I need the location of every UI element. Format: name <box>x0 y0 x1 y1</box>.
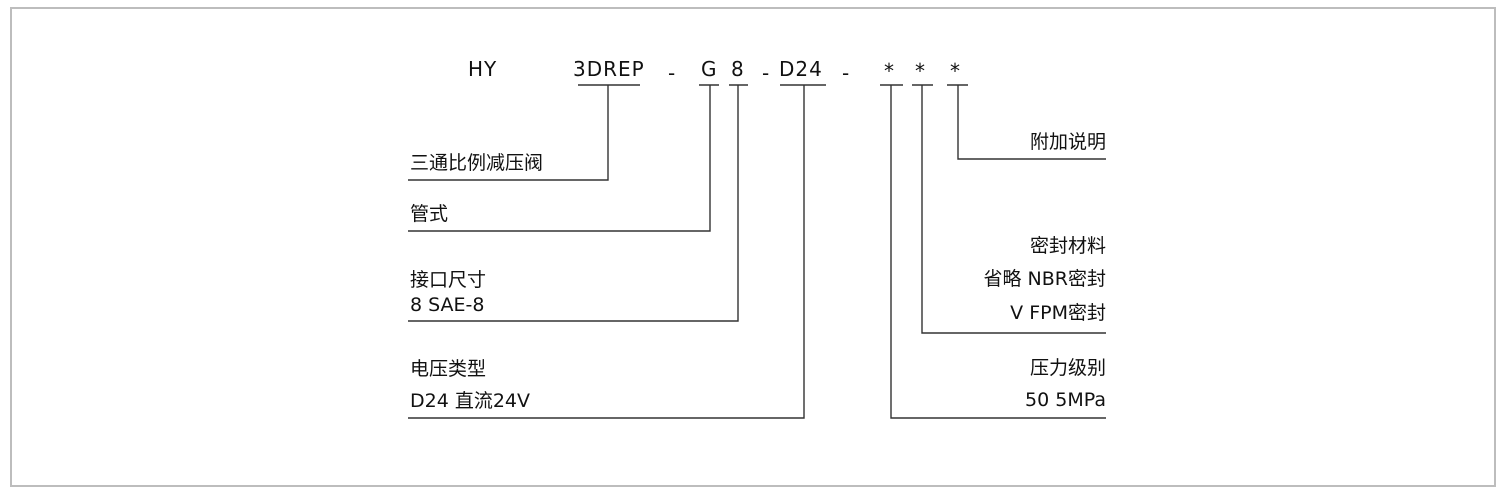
code-star-3: * <box>950 59 961 83</box>
label-voltage-value: D24 直流24V <box>410 390 531 412</box>
seal-connector <box>921 85 1106 334</box>
code-star-1: * <box>884 59 895 83</box>
code-prefix: HY <box>468 57 498 81</box>
code-dash-1: - <box>668 61 677 85</box>
label-pressure-title: 压力级别 <box>1029 357 1106 379</box>
label-pressure-value: 50 5MPa <box>1025 389 1106 411</box>
label-additional: 附加说明 <box>1029 131 1106 153</box>
code-star-2: * <box>915 59 926 83</box>
label-seal-title: 密封材料 <box>1029 235 1106 257</box>
label-voltage-title: 电压类型 <box>410 358 487 380</box>
valve-type-connector <box>408 85 609 181</box>
label-valve-type: 三通比例减压阀 <box>410 152 544 174</box>
label-seal-default: 省略 NBR密封 <box>983 268 1107 290</box>
label-mounting: 管式 <box>410 203 449 225</box>
label-seal-v: V FPM密封 <box>1010 302 1106 324</box>
additional-connector <box>957 85 1106 160</box>
mounting-connector <box>408 85 711 232</box>
code-size: 8 <box>731 57 745 81</box>
code-type: G <box>701 57 718 81</box>
code-dash-2: - <box>762 61 771 85</box>
voltage-connector <box>408 85 805 419</box>
pressure-connector <box>890 85 1106 419</box>
port-size-connector <box>408 85 739 322</box>
label-port-value: 8 SAE-8 <box>410 294 485 316</box>
diagram-frame <box>10 7 1496 487</box>
code-voltage: D24 <box>779 57 823 81</box>
code-series: 3DREP <box>573 57 645 81</box>
code-dash-3: - <box>842 61 851 85</box>
label-port-title: 接口尺寸 <box>410 269 487 291</box>
